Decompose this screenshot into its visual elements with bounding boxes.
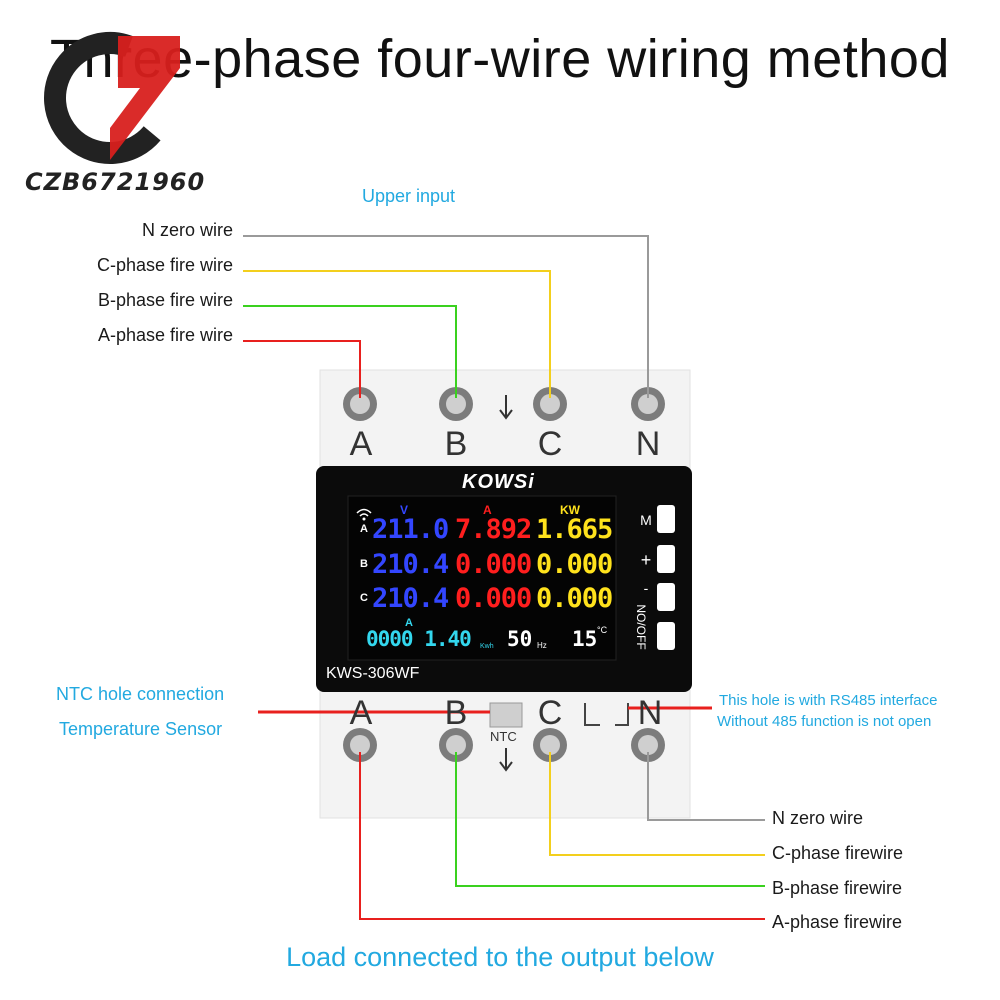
brand-name: KOWSi bbox=[462, 471, 535, 493]
plus-button-label: + bbox=[640, 550, 652, 570]
row-b-current: 0.000 bbox=[455, 549, 532, 580]
top-n-wire-label: N zero wire bbox=[141, 220, 233, 240]
upper-input-label: Upper input bbox=[362, 186, 456, 206]
top-c-wire-label: C-phase fire wire bbox=[96, 255, 233, 275]
wifi-icon bbox=[356, 508, 372, 517]
terminal-bottom-n: N bbox=[637, 694, 663, 732]
terminal-top-c: C bbox=[537, 425, 563, 463]
top-n-wire bbox=[243, 235, 649, 398]
terminal-top-b: B bbox=[444, 425, 468, 463]
frequency-value: 50 bbox=[507, 627, 533, 651]
top-terminal-screws bbox=[343, 387, 665, 421]
energy-unit: Kwh bbox=[480, 643, 494, 650]
row-c-power: 0.000 bbox=[536, 583, 613, 614]
plus-button[interactable] bbox=[657, 545, 675, 573]
rs485-port bbox=[584, 703, 629, 726]
bottom-n-wire-label: N zero wire bbox=[772, 808, 864, 828]
row-c-voltage: 210.4 bbox=[372, 583, 449, 614]
lcd-screen bbox=[347, 495, 617, 661]
m-button-label: M bbox=[640, 512, 652, 528]
row-b-phase: B bbox=[360, 558, 368, 570]
terminal-bottom-a: A bbox=[349, 694, 373, 732]
col-v-header: V bbox=[400, 503, 409, 517]
page-title: Three-phase four-wire wiring method bbox=[50, 29, 950, 89]
bottom-a-wire-label: A-phase firewire bbox=[772, 912, 903, 932]
bottom-b-wire-label: B-phase firewire bbox=[772, 878, 903, 898]
energy-value: 0000 1.40 bbox=[366, 627, 472, 651]
row-a-power: 1.665 bbox=[536, 514, 613, 545]
ntc-label-line2: Temperature Sensor bbox=[59, 719, 223, 739]
terminal-top-n: N bbox=[635, 425, 661, 463]
terminal-bottom-b: B bbox=[444, 694, 468, 732]
rs485-label-line1: This hole is with RS485 interface bbox=[719, 692, 938, 709]
power-button-label: NO/OFF bbox=[634, 604, 648, 650]
flow-arrows bbox=[499, 395, 513, 772]
bottom-terminal-screws bbox=[343, 728, 665, 762]
ntc-hole-label: NTC bbox=[490, 729, 517, 744]
bottom-n-wire bbox=[647, 752, 765, 821]
top-b-wire bbox=[243, 305, 457, 398]
row-c-phase: C bbox=[360, 592, 368, 604]
minus-button-label: - bbox=[643, 580, 649, 596]
frequency-unit: Hz bbox=[537, 641, 547, 650]
minus-button[interactable] bbox=[657, 583, 675, 611]
row-a-voltage: 211.0 bbox=[372, 514, 449, 545]
top-a-wire bbox=[243, 340, 361, 398]
power-button[interactable] bbox=[657, 622, 675, 650]
col-a-header: A bbox=[483, 503, 492, 517]
load-output-text: Load connected to the output below bbox=[286, 942, 714, 972]
terminal-top-a: A bbox=[349, 425, 373, 463]
ntc-hole bbox=[489, 702, 523, 728]
bottom-a-wire bbox=[359, 752, 765, 920]
terminal-bottom-c: C bbox=[537, 694, 563, 732]
watermark-text: CZB6721960 bbox=[25, 168, 206, 196]
top-c-wire bbox=[243, 270, 551, 398]
ntc-label-line1: NTC hole connection bbox=[56, 684, 225, 704]
top-b-wire-label: B-phase fire wire bbox=[97, 290, 233, 310]
row-c-current: 0.000 bbox=[455, 583, 532, 614]
bottom-b-wire bbox=[455, 752, 765, 887]
top-a-wire-label: A-phase fire wire bbox=[97, 325, 233, 345]
row-b-voltage: 210.4 bbox=[372, 549, 449, 580]
model-label: KWS-306WF bbox=[326, 665, 420, 682]
row-a-current: 7.892 bbox=[455, 514, 532, 545]
bottom-a-label: A bbox=[405, 617, 413, 629]
row-b-power: 0.000 bbox=[536, 549, 613, 580]
rs485-label-line2: Without 485 function is not open bbox=[717, 713, 932, 730]
row-a-phase: A bbox=[360, 523, 368, 535]
m-button[interactable] bbox=[657, 505, 675, 533]
bottom-c-wire bbox=[549, 752, 765, 856]
temperature-value: 15 bbox=[572, 627, 598, 651]
col-kw-header: KW bbox=[560, 503, 580, 517]
brand-logo bbox=[44, 32, 180, 164]
bottom-c-wire-label: C-phase firewire bbox=[772, 843, 904, 863]
temperature-unit: °C bbox=[597, 625, 608, 635]
